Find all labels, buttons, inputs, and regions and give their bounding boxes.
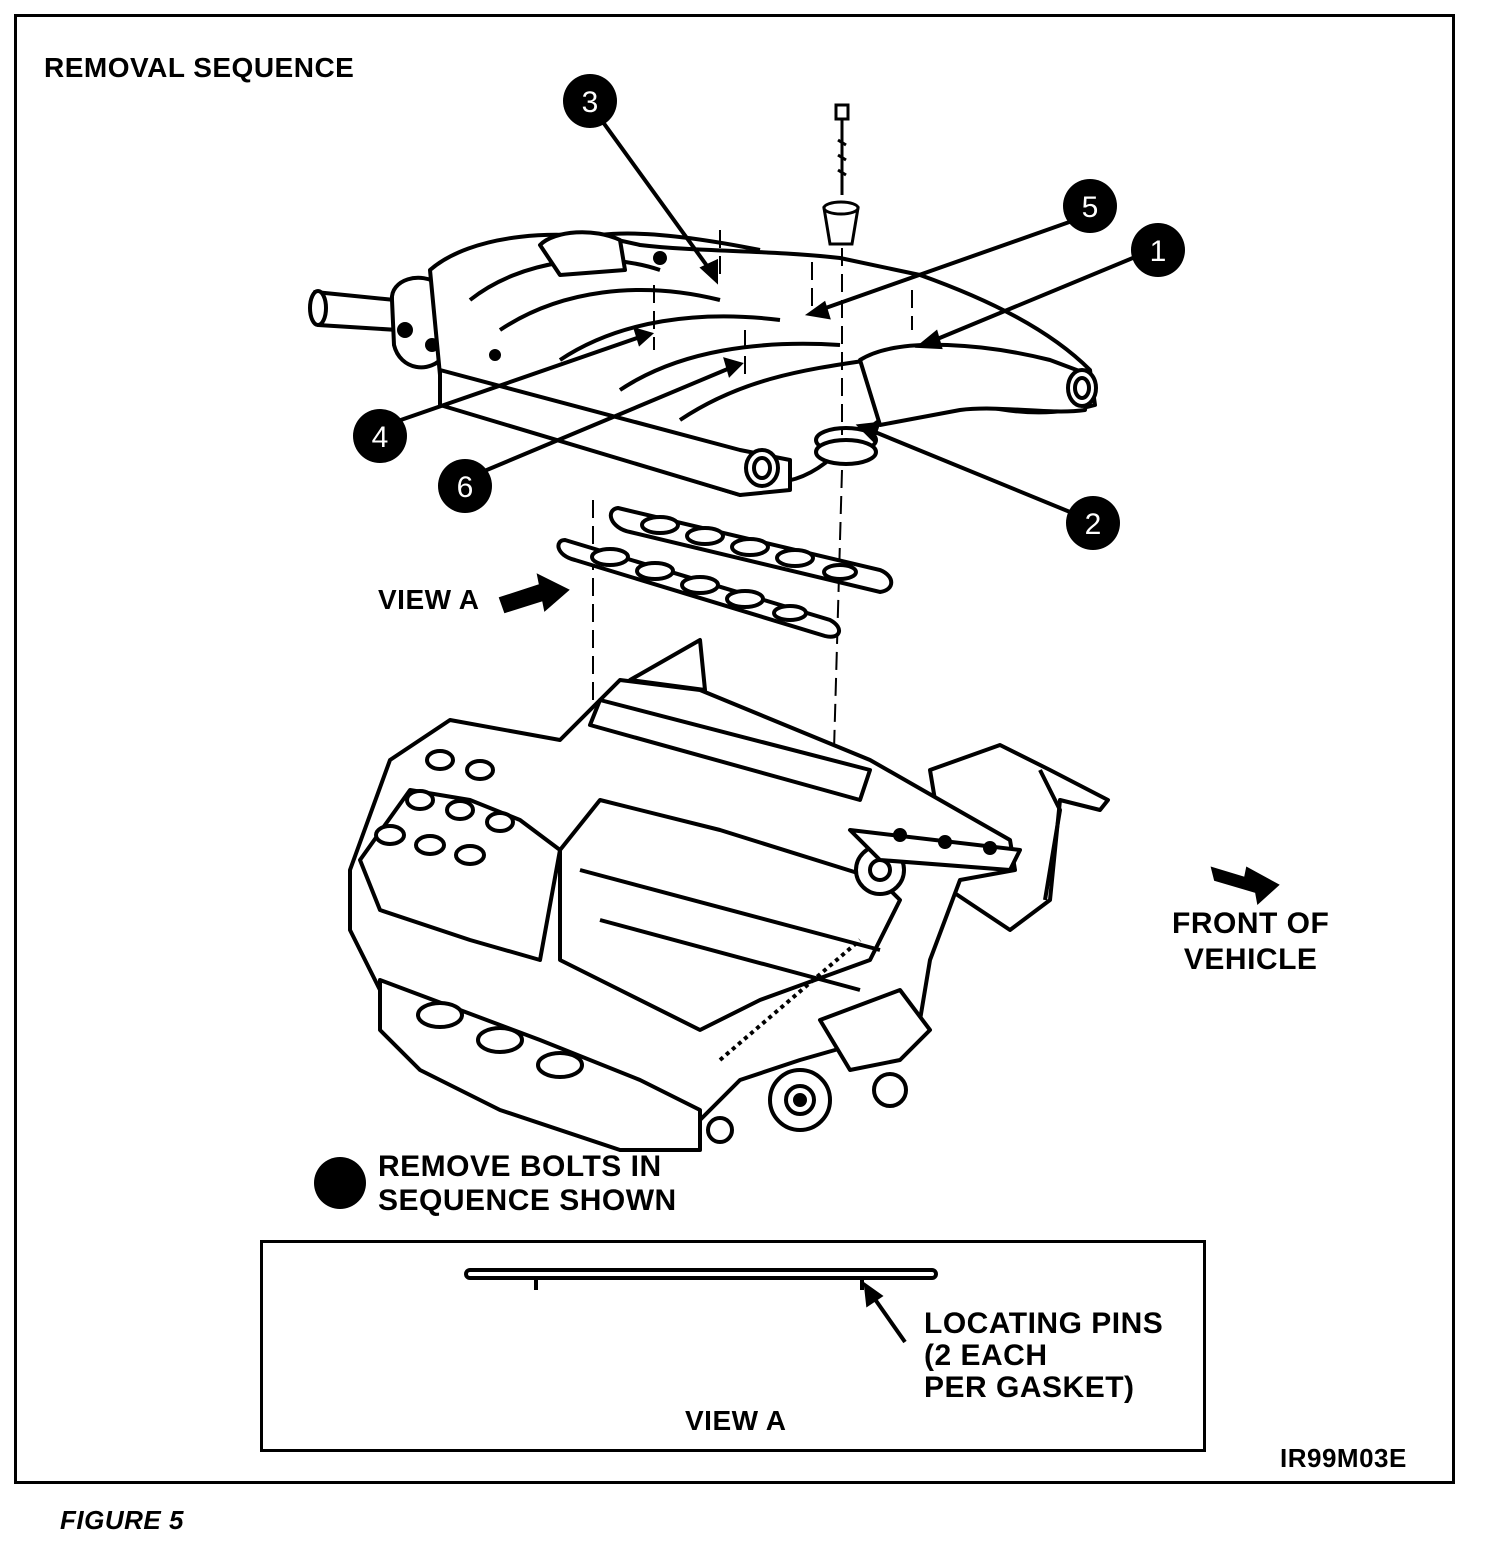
locating-pins-line-2: (2 EACH	[924, 1339, 1048, 1372]
callout-4-label: 4	[372, 421, 389, 454]
illustration-code: IR99M03E	[1280, 1443, 1407, 1473]
diagram-title: REMOVAL SEQUENCE	[44, 52, 355, 83]
locating-pins-line-1: LOCATING PINS	[924, 1307, 1164, 1340]
manifold-bolt	[822, 103, 860, 246]
intake-gaskets	[556, 505, 894, 639]
callout-6-label: 6	[457, 471, 474, 504]
callout-3: 3	[563, 74, 617, 128]
locating-pin-arrow	[863, 1281, 907, 1344]
locating-pins-line-3: PER GASKET)	[924, 1371, 1135, 1404]
callout-5-label: 5	[1082, 191, 1099, 224]
view-a-inset-label: VIEW A	[685, 1405, 787, 1436]
view-a-label: VIEW A	[378, 584, 480, 615]
legend-line-2: SEQUENCE SHOWN	[378, 1184, 677, 1217]
view-a-inset	[260, 1240, 1206, 1452]
callout-2: 2	[1066, 496, 1120, 550]
figure-caption: FIGURE 5	[60, 1505, 184, 1535]
callout-2-label: 2	[1085, 508, 1102, 541]
intake-manifold	[308, 230, 1098, 497]
callout-4: 4	[353, 409, 407, 463]
callout-5: 5	[1063, 179, 1117, 233]
engine-block	[348, 638, 1110, 1152]
callout-1: 1	[1131, 223, 1185, 277]
legend-text: REMOVE BOLTS IN SEQUENCE SHOWN	[378, 1150, 677, 1218]
front-of-vehicle-line-2: VEHICLE	[1183, 943, 1318, 976]
figure-frame	[14, 14, 1455, 1484]
view-a-gasket-edge	[464, 1268, 938, 1290]
front-of-vehicle-label: FRONT OF VEHICLE	[1172, 906, 1329, 978]
callout-6: 6	[438, 459, 492, 513]
front-of-vehicle-arrow-icon	[1210, 866, 1280, 905]
leader-lines	[394, 116, 1141, 514]
legend-line-1: REMOVE BOLTS IN	[378, 1150, 662, 1183]
locating-pins-label: LOCATING PINS (2 EACH PER GASKET)	[924, 1308, 1163, 1404]
callout-1-label: 1	[1150, 235, 1167, 268]
front-of-vehicle-line-1: FRONT OF	[1172, 907, 1330, 940]
legend-dot-icon	[314, 1157, 366, 1209]
view-a-arrow-icon	[498, 573, 570, 614]
callout-3-label: 3	[582, 86, 599, 119]
